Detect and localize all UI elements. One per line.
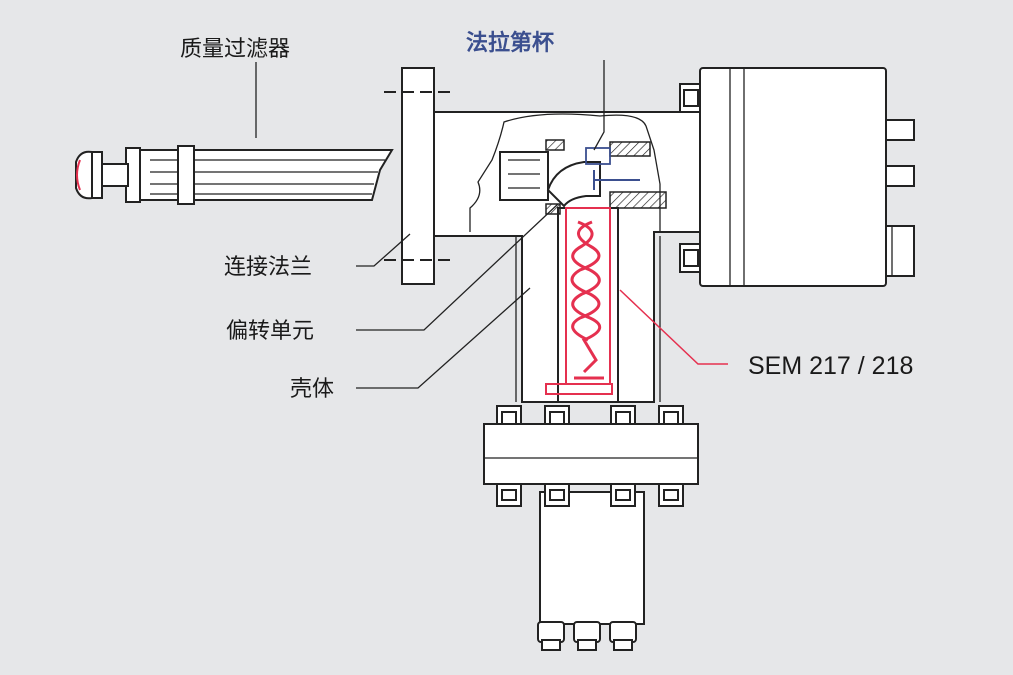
- mass-filter: [75, 145, 394, 205]
- label-housing: 壳体: [290, 377, 334, 402]
- bottom-flange: [483, 405, 699, 507]
- electronics-box: [679, 67, 915, 287]
- leader-lines: [255, 60, 728, 389]
- deflection-unit: [499, 139, 667, 215]
- sem-detector: [545, 207, 613, 395]
- label-faraday-cup: 法拉第杯: [466, 30, 554, 56]
- bottom-housing: [537, 491, 645, 651]
- faraday-cup: [585, 147, 640, 190]
- connecting-flange: [384, 67, 452, 285]
- flange-bolts-top: [496, 405, 684, 425]
- flange-bolts-bottom: [496, 483, 684, 507]
- label-deflection-unit: 偏转单元: [226, 319, 314, 344]
- label-connecting-flange: 连接法兰: [224, 255, 312, 280]
- label-sem: SEM 217 / 218: [748, 352, 913, 380]
- label-mass-filter: 质量过滤器: [180, 37, 290, 62]
